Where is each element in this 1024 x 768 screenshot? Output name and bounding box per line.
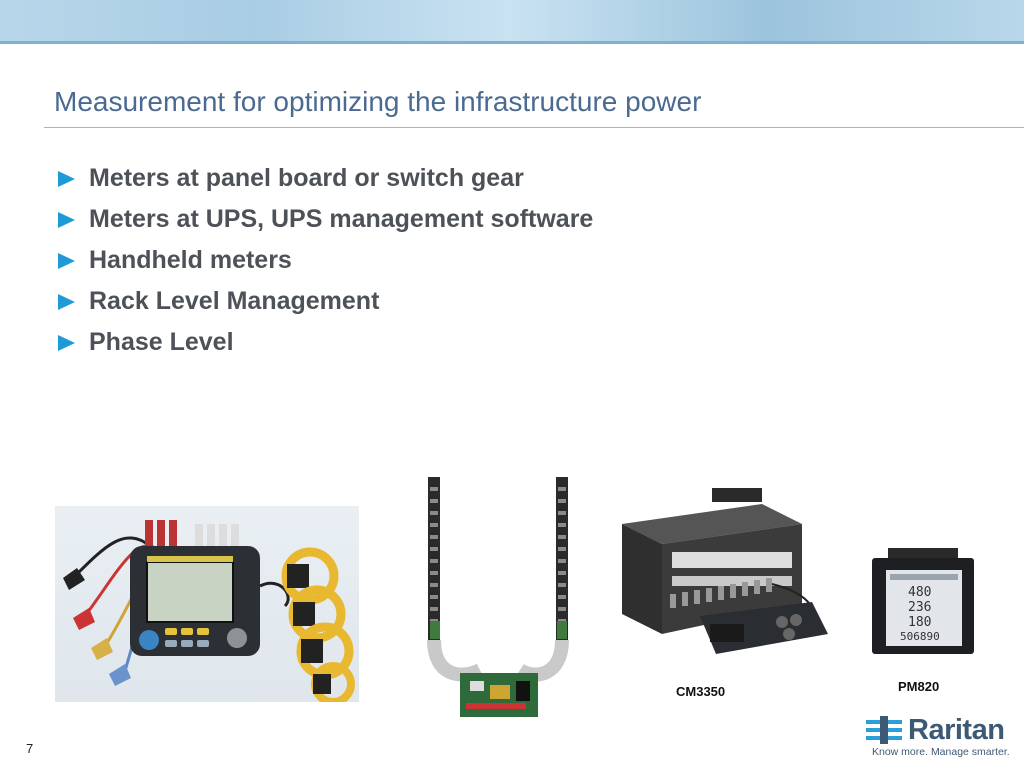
bullet-item: Phase Level bbox=[58, 322, 593, 363]
logo-wordmark: Raritan bbox=[908, 714, 1005, 746]
bullet-text: Handheld meters bbox=[89, 246, 292, 274]
rack-pdu-strips-icon bbox=[427, 477, 569, 717]
triangle-bullet-icon bbox=[58, 293, 75, 310]
cm3350-caption: CM3350 bbox=[676, 684, 726, 699]
triangle-bullet-icon bbox=[58, 334, 75, 351]
pm820-readout-2: 236 bbox=[908, 600, 931, 615]
bullet-text: Meters at panel board or switch gear bbox=[89, 164, 524, 192]
handheld-power-meter-icon bbox=[63, 520, 355, 702]
pm820-readout-1: 480 bbox=[908, 585, 931, 600]
cm3350-power-meter-icon bbox=[622, 488, 828, 654]
bullet-item: Meters at UPS, UPS management software bbox=[58, 199, 593, 240]
triangle-bullet-icon bbox=[58, 211, 75, 228]
page-number: 7 bbox=[26, 741, 34, 756]
bullet-text: Phase Level bbox=[89, 328, 234, 356]
pm820-caption: PM820 bbox=[898, 679, 940, 694]
slide-title: Measurement for optimizing the infrastru… bbox=[54, 86, 702, 117]
bullet-text: Rack Level Management bbox=[89, 287, 380, 315]
bullet-item: Handheld meters bbox=[58, 240, 593, 281]
raritan-logo: Raritan Know more. Manage smarter. bbox=[866, 712, 1018, 760]
raritan-logo-icon bbox=[866, 716, 902, 744]
triangle-bullet-icon bbox=[58, 252, 75, 269]
rack-pdu-photo bbox=[420, 475, 580, 720]
pm820-readout-4: 506890 bbox=[900, 630, 940, 643]
pm820-power-meter-icon: 480 236 180 506890 bbox=[872, 548, 974, 654]
triangle-bullet-icon bbox=[58, 170, 75, 187]
bullet-list: Meters at panel board or switch gear Met… bbox=[58, 158, 593, 363]
pm820-photo: 480 236 180 506890 bbox=[868, 546, 978, 656]
logo-tagline: Know more. Manage smarter. bbox=[872, 746, 1010, 758]
bullet-item: Meters at panel board or switch gear bbox=[58, 158, 593, 199]
cm3350-photo bbox=[612, 484, 832, 664]
bullet-text: Meters at UPS, UPS management software bbox=[89, 205, 594, 233]
pm820-readout-3: 180 bbox=[908, 615, 931, 630]
handheld-meter-photo bbox=[55, 506, 359, 702]
bullet-item: Rack Level Management bbox=[58, 281, 593, 322]
title-divider bbox=[44, 127, 1024, 128]
header-band bbox=[0, 0, 1024, 44]
